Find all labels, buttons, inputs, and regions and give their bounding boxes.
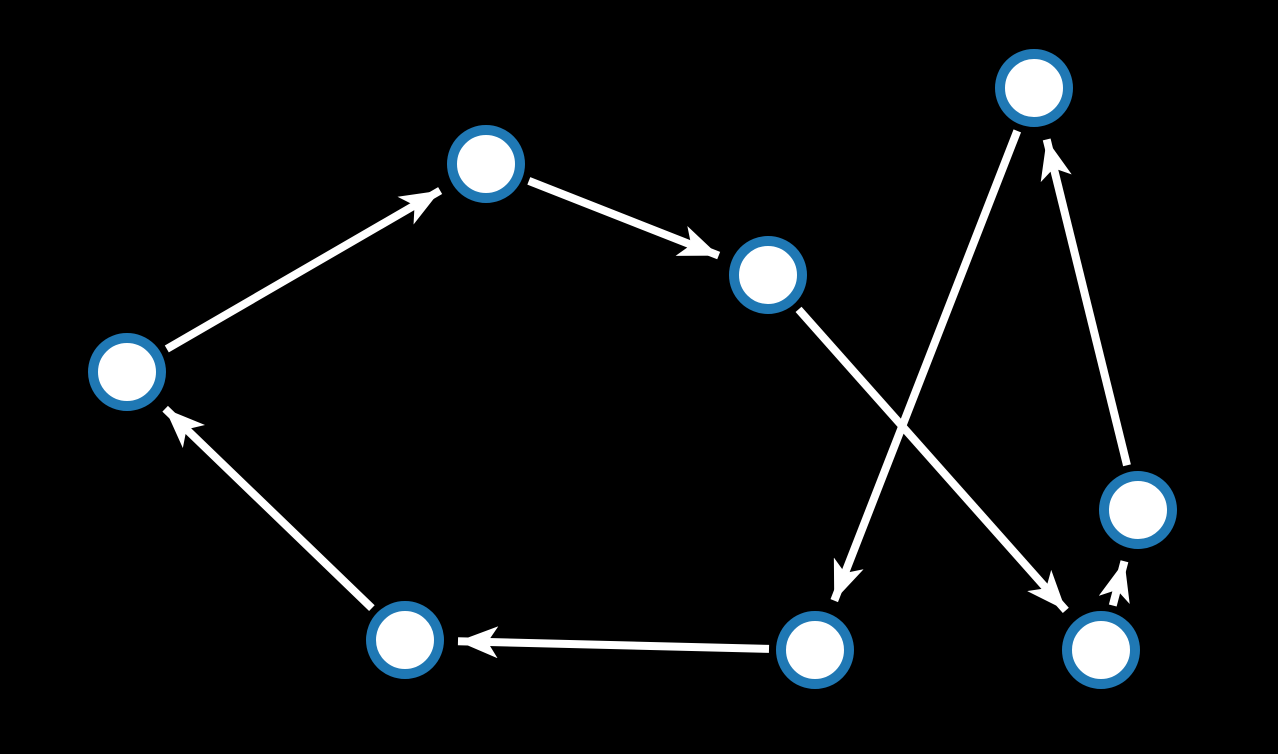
graph-node-center[interactable] <box>729 236 807 314</box>
graph-node-right[interactable] <box>1099 471 1177 549</box>
graph-node-bottom-left[interactable] <box>366 601 444 679</box>
graph-node-upper-mid[interactable] <box>447 125 525 203</box>
edge-top-right-to-bottom-center <box>830 129 1022 603</box>
edge-center-to-bottom-right <box>795 306 1069 614</box>
edge-right-to-top-right <box>1040 138 1131 467</box>
edge-bottom-left-to-left <box>162 405 375 611</box>
graph-node-bottom-center[interactable] <box>776 611 854 689</box>
edges-layer <box>162 129 1131 659</box>
edge-bottom-center-to-bottom-left <box>457 626 770 659</box>
edge-upper-mid-to-center <box>527 177 721 260</box>
graph-node-left[interactable] <box>88 333 166 411</box>
nodes-layer <box>88 49 1177 689</box>
edge-left-to-upper-mid <box>164 187 443 353</box>
graph-node-bottom-right[interactable] <box>1062 611 1140 689</box>
graph-node-top-right[interactable] <box>995 49 1073 127</box>
edge-bottom-right-to-right <box>1098 560 1130 607</box>
